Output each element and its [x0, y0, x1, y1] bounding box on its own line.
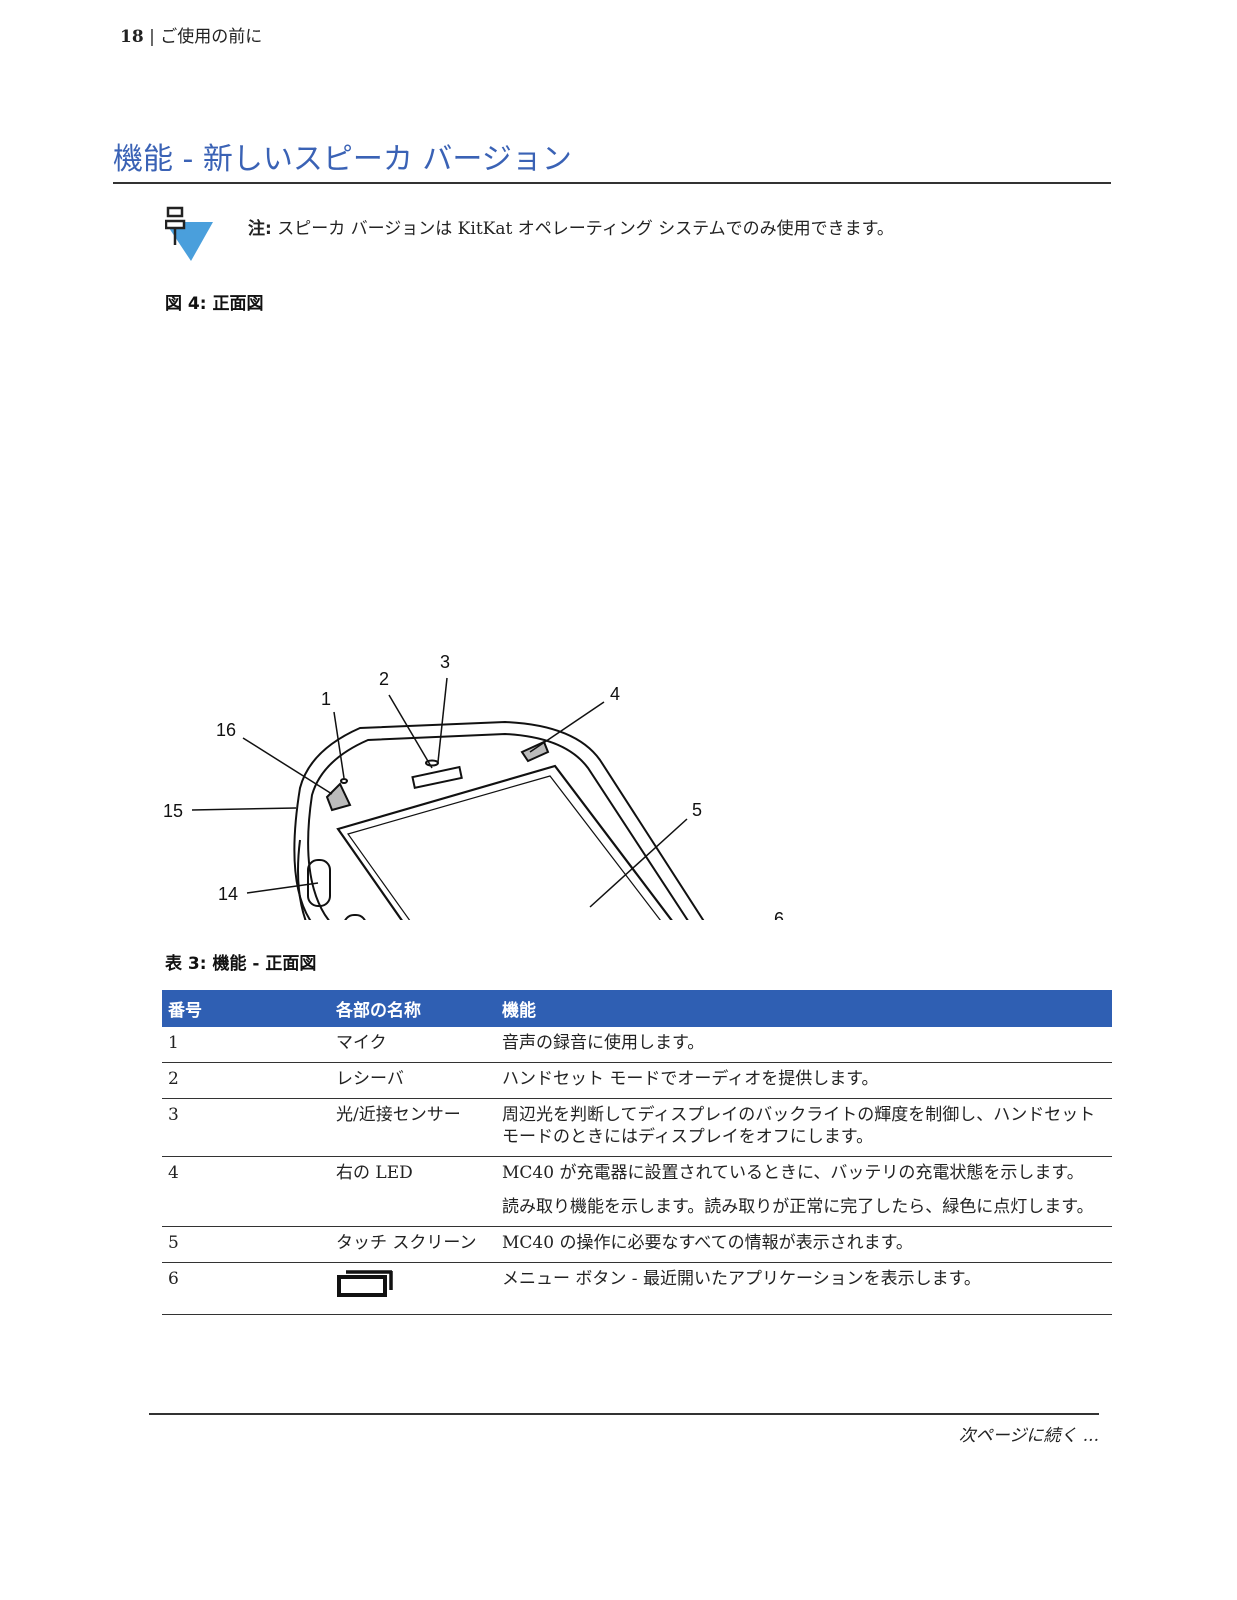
row-number: 2	[162, 1062, 330, 1099]
callout-2: 2	[379, 669, 389, 689]
row-number: 6	[162, 1262, 330, 1315]
callout-15: 15	[163, 801, 183, 821]
function-text: 読み取り機能を示します。読み取りが正常に完了したら、緑色に点灯します。	[502, 1197, 1094, 1217]
callout-4: 4	[610, 684, 620, 704]
callout-16: 16	[216, 720, 236, 740]
callout-1-top: 1	[321, 689, 331, 709]
callout-5: 5	[692, 800, 702, 820]
continued-note: 次ページに続く ...	[149, 1413, 1099, 1446]
callout-14: 14	[218, 884, 238, 904]
note-pin-icon	[165, 206, 213, 261]
callout-3: 3	[440, 652, 450, 672]
chapter-title: ご使用の前に	[160, 27, 263, 47]
row-part-name	[330, 1262, 496, 1315]
row-number: 1	[162, 1027, 330, 1063]
row-function: 周辺光を判断してディスプレイのバックライトの輝度を制御し、ハンドセット モードの…	[496, 1098, 1112, 1157]
note-text: 注: スピーカ バージョンは KitKat オペレーティング システムでのみ使用…	[248, 214, 894, 239]
table-row: 5 タッチ スクリーン MC40 の操作に必要なすべての情報が表示されます。	[162, 1226, 1112, 1263]
row-function: ハンドセット モードでオーディオを提供します。	[496, 1062, 1112, 1099]
function-text: 音声の録音に使用します。	[502, 1033, 705, 1053]
table-caption: 表 3: 機能 - 正面図	[165, 954, 317, 974]
row-part-name: レシーバ	[330, 1062, 496, 1099]
table-row: 4 右の LED MC40 が充電器に設置されているときに、バッテリの充電状態を…	[162, 1156, 1112, 1227]
function-text: メニュー ボタン - 最近開いたアプリケーションを表示します。	[502, 1269, 981, 1289]
row-function: MC40 が充電器に設置されているときに、バッテリの充電状態を示します。 読み取…	[496, 1156, 1112, 1227]
header-number: 番号	[162, 990, 330, 1027]
row-part-name: タッチ スクリーン	[330, 1226, 496, 1263]
callout-6: 6	[774, 909, 784, 920]
note-box: 注: スピーカ バージョンは KitKat オペレーティング システムでのみ使用…	[165, 205, 1111, 265]
function-text: ハンドセット モードでオーディオを提供します。	[502, 1069, 879, 1089]
page-header: 18 | ご使用の前に	[120, 22, 262, 47]
table-row: 6 メニュー ボタン - 最近開いたアプリケーションを表示します。	[162, 1262, 1112, 1315]
row-part-name: 右の LED	[330, 1156, 496, 1227]
table-row: 3 光/近接センサー 周辺光を判断してディスプレイのバックライトの輝度を制御し、…	[162, 1098, 1112, 1157]
features-table: 番号 各部の名称 機能 1 マイク 音声の録音に使用します。 2 レシーバ ハン…	[162, 990, 1112, 1315]
row-number: 5	[162, 1226, 330, 1263]
row-part-name: マイク	[330, 1027, 496, 1063]
header-separator: |	[149, 27, 155, 47]
row-number: 4	[162, 1156, 330, 1227]
page-number: 18	[120, 27, 144, 47]
figure-caption: 図 4: 正面図	[165, 294, 264, 314]
row-function: メニュー ボタン - 最近開いたアプリケーションを表示します。	[496, 1262, 1112, 1315]
note-label: 注:	[248, 219, 272, 239]
row-part-name: 光/近接センサー	[330, 1098, 496, 1157]
header-part-name: 各部の名称	[330, 990, 496, 1027]
note-body: スピーカ バージョンは KitKat オペレーティング システムでのみ使用できま…	[277, 219, 894, 239]
table-row: 2 レシーバ ハンドセット モードでオーディオを提供します。	[162, 1062, 1112, 1099]
menu-button-icon	[337, 1270, 393, 1297]
section-title: 機能 - 新しいスピーカ バージョン	[113, 134, 1111, 184]
function-text: 周辺光を判断してディスプレイのバックライトの輝度を制御し、ハンドセット モードの…	[502, 1105, 1096, 1147]
table-row: 1 マイク 音声の録音に使用します。	[162, 1027, 1112, 1063]
device-front-diagram: 1 2 3 4 16 15 5 14 6 7 13 12 11 8 9 1 10	[163, 652, 784, 920]
function-text: MC40 が充電器に設置されているときに、バッテリの充電状態を示します。	[502, 1163, 1084, 1183]
row-number: 3	[162, 1098, 330, 1157]
function-text: MC40 の操作に必要なすべての情報が表示されます。	[502, 1233, 913, 1253]
header-function: 機能	[496, 990, 1112, 1027]
table-header-row: 番号 各部の名称 機能	[162, 990, 1112, 1027]
row-function: 音声の録音に使用します。	[496, 1027, 1112, 1063]
row-function: MC40 の操作に必要なすべての情報が表示されます。	[496, 1226, 1112, 1263]
